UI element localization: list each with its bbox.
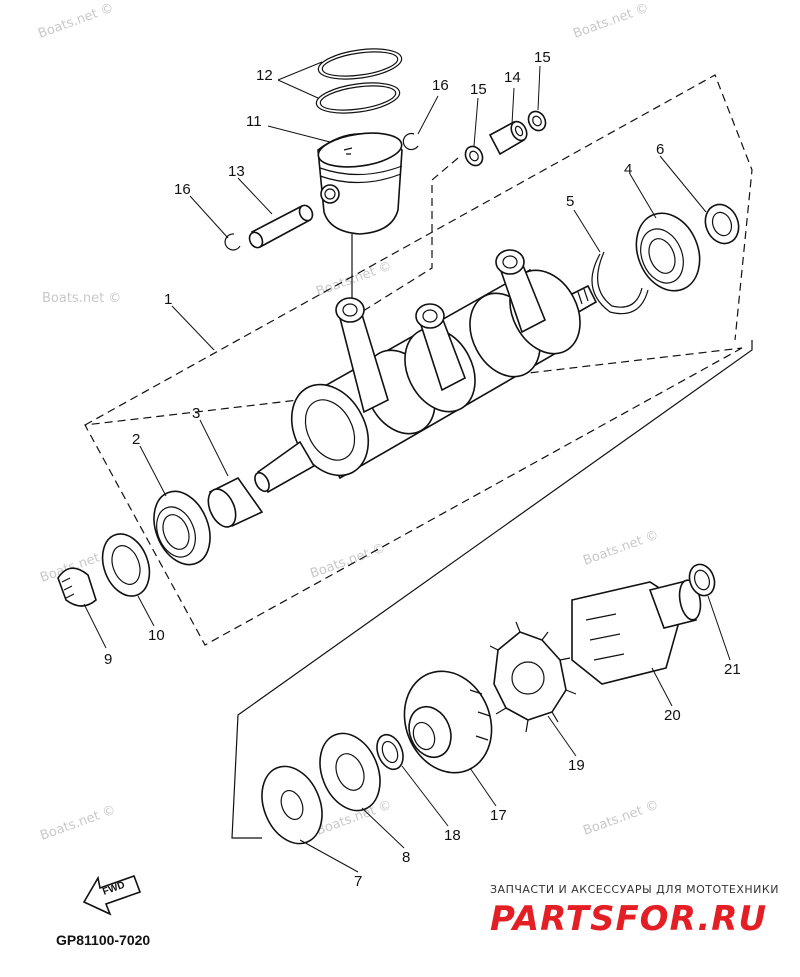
diagram-code: GP81100-7020	[56, 932, 150, 948]
callout-15: 15	[534, 49, 551, 66]
callout-21: 21	[724, 661, 741, 678]
brand-logo: ЗАПЧАСТИ И АКСЕССУАРЫ ДЛЯ МОТОТЕХНИКИ PA…	[490, 883, 779, 939]
callout-8: 8	[402, 849, 410, 866]
callout-9: 9	[104, 651, 112, 668]
oil-seal-7	[261, 765, 323, 845]
washer-10	[101, 533, 151, 597]
callout-19: 19	[568, 757, 585, 774]
watermark: Boats.net ©	[36, 1, 116, 42]
piston	[317, 132, 403, 300]
callout-16: 16	[174, 181, 191, 198]
brand-tagline: ЗАПЧАСТИ И АКСЕССУАРЫ ДЛЯ МОТОТЕХНИКИ	[490, 883, 779, 896]
watermark: Boats.net ©	[42, 291, 121, 306]
collar-6	[704, 203, 740, 245]
callout-4: 4	[624, 161, 632, 178]
bearing-2	[153, 490, 211, 566]
collar-3	[207, 476, 264, 528]
watermark: Boats.net ©	[308, 541, 388, 582]
connecting-rod	[335, 249, 547, 414]
callout-7: 7	[354, 873, 362, 890]
crankshaft	[254, 268, 598, 494]
coupling-17	[403, 670, 493, 774]
bearing-4	[635, 212, 701, 292]
callout-14: 14	[504, 69, 521, 86]
callout-1: 1	[164, 291, 172, 308]
o-ring-18	[376, 733, 404, 771]
piston-pin	[248, 204, 314, 249]
lower-assembly-boundary	[231, 340, 753, 839]
seal-8	[319, 732, 381, 812]
damper-19	[489, 621, 577, 733]
snap-ring-5	[591, 251, 649, 315]
watermark: Boats.net ©	[581, 528, 661, 569]
brand-name: PARTSFOR.RU	[490, 899, 767, 939]
watermark: Boats.net ©	[581, 798, 661, 839]
callout-15: 15	[470, 81, 487, 98]
circlip	[224, 132, 419, 251]
washer	[464, 110, 547, 167]
callouts: 12 11 13 16 16 15 14 15 4 6 5 1 2 3 9 10…	[104, 49, 741, 890]
leader-lines	[83, 61, 731, 873]
callout-3: 3	[192, 405, 200, 422]
piston-group-boundary	[351, 157, 459, 319]
callout-16: 16	[432, 77, 449, 94]
callout-17: 17	[490, 807, 507, 824]
callout-18: 18	[444, 827, 461, 844]
callout-12: 12	[256, 67, 273, 84]
oil-seal-9	[57, 567, 97, 607]
watermark: Boats.net ©	[571, 1, 651, 42]
callout-6: 6	[656, 141, 664, 158]
callout-13: 13	[228, 163, 245, 180]
o-ring-21	[688, 563, 716, 597]
fwd-arrow-icon: FWD	[82, 874, 142, 916]
callout-20: 20	[664, 707, 681, 724]
callout-5: 5	[566, 193, 574, 210]
callout-2: 2	[132, 431, 140, 448]
small-end-bearing	[488, 120, 528, 156]
callout-11: 11	[246, 113, 262, 130]
callout-10: 10	[148, 627, 165, 644]
piston-rings	[315, 48, 403, 114]
watermark: Boats.net ©	[38, 803, 118, 844]
assembly-boundary	[84, 74, 753, 646]
coupling-20	[571, 579, 702, 685]
watermark: Boats.net ©	[314, 259, 394, 300]
